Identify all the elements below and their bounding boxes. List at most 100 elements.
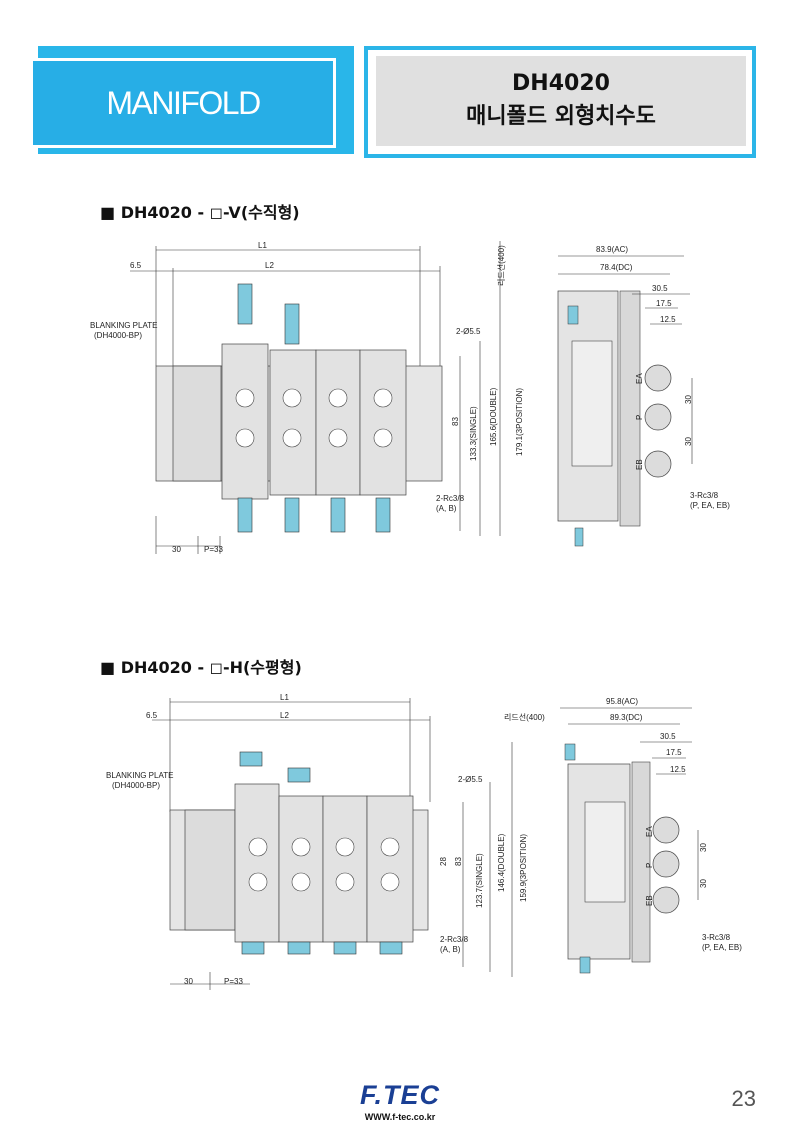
label-l1: L1 bbox=[280, 693, 289, 702]
label-83: 83 bbox=[451, 417, 460, 426]
header-tab bbox=[30, 58, 336, 148]
valve-body bbox=[359, 349, 407, 496]
solenoid-coil bbox=[237, 497, 253, 533]
label-p33: P=33 bbox=[204, 545, 223, 554]
label-blanking-plate: BLANKING PLATE bbox=[106, 771, 173, 780]
label-lead: 리드선(400) bbox=[504, 713, 545, 722]
side-port-p bbox=[644, 403, 672, 431]
label-1599: 159.9(3POSITION) bbox=[519, 834, 528, 902]
label-30a: 30 bbox=[684, 395, 693, 404]
label-p: P bbox=[635, 415, 644, 420]
label-30b: 30 bbox=[684, 437, 693, 446]
label-eb: EB bbox=[645, 895, 654, 906]
port-circle bbox=[328, 388, 348, 408]
page-number: 23 bbox=[731, 1086, 756, 1111]
blanking-plate bbox=[172, 365, 222, 482]
solenoid-coil bbox=[287, 941, 311, 955]
solenoid-coil bbox=[284, 497, 300, 533]
valve-body bbox=[221, 343, 269, 500]
valve-body bbox=[278, 795, 324, 943]
label-lead: 리드선(400) bbox=[497, 245, 506, 286]
side-solenoid bbox=[564, 743, 576, 761]
label-port3: 3-Rc3/8 bbox=[690, 491, 719, 500]
side-port-ea bbox=[644, 364, 672, 392]
label-83: 83 bbox=[454, 857, 463, 866]
solenoid-coil bbox=[379, 941, 403, 955]
label-eb: EB bbox=[635, 459, 644, 470]
label-port3: 3-Rc3/8 bbox=[702, 933, 731, 942]
label-1656: 165.6(DOUBLE) bbox=[489, 387, 498, 446]
label-65: 6.5 bbox=[130, 261, 142, 270]
label-p33: P=33 bbox=[224, 977, 243, 986]
solenoid-coil bbox=[330, 497, 346, 533]
valve-body bbox=[315, 349, 361, 496]
label-dc: 78.4(DC) bbox=[600, 263, 633, 272]
side-view-base bbox=[631, 761, 651, 963]
label-blanking-plate: BLANKING PLATE bbox=[90, 321, 157, 330]
label-ac: 83.9(AC) bbox=[596, 245, 628, 254]
label-28: 28 bbox=[439, 857, 448, 866]
port-circle bbox=[282, 388, 302, 408]
side-port-ea bbox=[652, 816, 680, 844]
valve-body bbox=[322, 795, 368, 943]
label-1237: 123.7(SINGLE) bbox=[475, 853, 484, 908]
label-ea: EA bbox=[635, 373, 644, 384]
side-view-panel bbox=[584, 801, 626, 903]
side-view-base bbox=[619, 290, 641, 527]
label-l1: L1 bbox=[258, 241, 267, 250]
label-port3-sub: (P, EA, EB) bbox=[702, 943, 742, 952]
label-175: 17.5 bbox=[656, 299, 672, 308]
port-circle bbox=[235, 388, 255, 408]
label-305: 30.5 bbox=[660, 732, 676, 741]
label-30b: 30 bbox=[699, 879, 708, 888]
port-circle bbox=[248, 872, 268, 892]
label-port-ab-sub: (A, B) bbox=[436, 504, 457, 513]
label-port-ab: 2-Rc3/8 bbox=[440, 935, 469, 944]
header-tab-label: MANIFOLD bbox=[106, 84, 261, 121]
page-title: DH4020 bbox=[512, 71, 610, 96]
port-circle bbox=[373, 428, 393, 448]
side-solenoid bbox=[574, 527, 584, 547]
label-1464: 146.4(DOUBLE) bbox=[497, 833, 506, 892]
side-solenoid bbox=[567, 305, 579, 325]
solenoid-coil bbox=[284, 303, 300, 345]
label-p: P bbox=[645, 863, 654, 868]
port-circle bbox=[373, 388, 393, 408]
label-30a: 30 bbox=[699, 843, 708, 852]
drawing-horizontal: L1 L2 6.5 BLANKING PLATE (DH4000-BP) 2-Ø… bbox=[106, 693, 742, 990]
label-blanking-model: (DH4000-BP) bbox=[112, 781, 160, 790]
label-hole: 2-Ø5.5 bbox=[458, 775, 483, 784]
label-l2: L2 bbox=[280, 711, 289, 720]
solenoid-coil bbox=[287, 767, 311, 783]
label-ea: EA bbox=[645, 826, 654, 837]
label-ac: 95.8(AC) bbox=[606, 697, 638, 706]
valve-body bbox=[366, 795, 414, 943]
label-port-ab: 2-Rc3/8 bbox=[436, 494, 465, 503]
brand-url: WWW.f-tec.co.kr bbox=[364, 1112, 436, 1122]
section-heading-horizontal: ■ DH4020 - ◻-H(수평형) bbox=[100, 658, 302, 677]
valve-body bbox=[234, 783, 280, 943]
side-view-panel bbox=[571, 340, 613, 467]
label-305: 30.5 bbox=[652, 284, 668, 293]
label-l2: L2 bbox=[265, 261, 274, 270]
header-title-box: DH4020 매니폴드 외형치수도 bbox=[376, 56, 746, 146]
port-circle bbox=[335, 872, 355, 892]
blanking-plate bbox=[184, 809, 236, 931]
port-circle bbox=[248, 837, 268, 857]
solenoid-coil bbox=[241, 941, 265, 955]
port-circle bbox=[282, 428, 302, 448]
port-circle bbox=[328, 428, 348, 448]
label-30: 30 bbox=[172, 545, 181, 554]
label-125: 12.5 bbox=[660, 315, 676, 324]
label-175: 17.5 bbox=[666, 748, 682, 757]
label-30: 30 bbox=[184, 977, 193, 986]
label-hole: 2-Ø5.5 bbox=[456, 327, 481, 336]
solenoid-coil bbox=[239, 751, 263, 767]
label-dc: 89.3(DC) bbox=[610, 713, 643, 722]
port-circle bbox=[335, 837, 355, 857]
label-blanking-model: (DH4000-BP) bbox=[94, 331, 142, 340]
section-heading-vertical: ■ DH4020 - ◻-V(수직형) bbox=[100, 203, 300, 222]
port-circle bbox=[291, 872, 311, 892]
valve-body bbox=[269, 349, 317, 496]
label-125: 12.5 bbox=[670, 765, 686, 774]
